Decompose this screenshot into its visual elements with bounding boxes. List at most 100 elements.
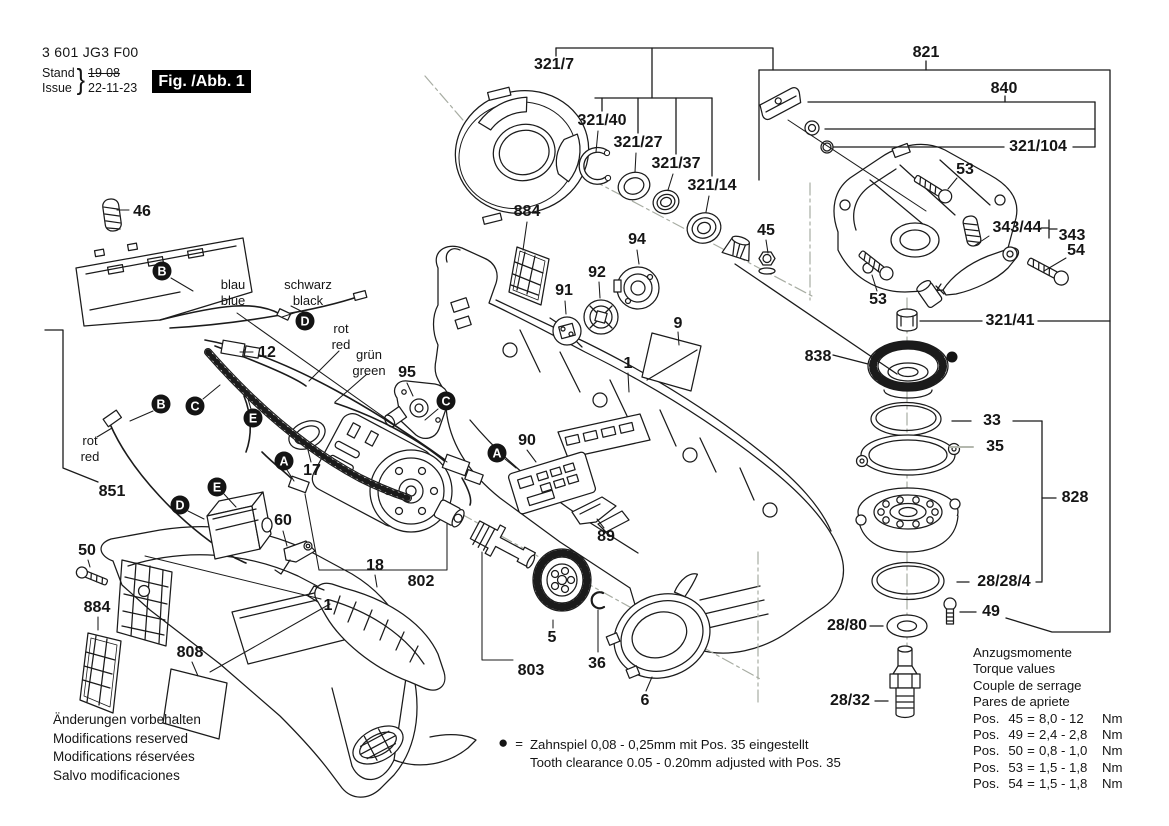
part-callout-53: 53 <box>869 291 887 308</box>
part-callout-89: 89 <box>597 528 615 545</box>
part-callout-28-28-4: 28/28/4 <box>977 573 1031 590</box>
part-callout-828: 828 <box>1061 489 1089 506</box>
screw-49 <box>943 597 957 625</box>
part-callout-18: 18 <box>366 557 384 574</box>
part-callout-95: 95 <box>398 364 416 381</box>
part-callout-321-27: 321/27 <box>613 134 663 151</box>
part-callout-28-32: 28/32 <box>829 692 871 709</box>
backlash-dot <box>946 351 958 363</box>
part-callout-808: 808 <box>176 644 204 661</box>
round-nut <box>896 308 918 332</box>
part-callout-321-37: 321/37 <box>651 155 701 172</box>
coupling <box>433 499 465 528</box>
torque-title: Couple de serrage <box>973 677 1082 693</box>
part-callout-12: 12 <box>258 344 276 361</box>
figure-label: Fig. /Abb. 1 <box>152 70 251 93</box>
ring-gear <box>867 340 949 399</box>
brush-plate-91 <box>549 316 583 348</box>
tooth-clearance-note: ● = Zahnspiel 0,08 - 0,25mm mit Pos. 35 … <box>498 733 841 770</box>
issue-dates: 19-08 22-11-23 <box>88 66 138 95</box>
assembly-marker-D: D <box>295 311 315 331</box>
assembly-marker-A: A <box>274 451 294 471</box>
end-cap-95 <box>384 380 449 439</box>
washer-28-80 <box>886 614 928 638</box>
part-callout-851: 851 <box>98 483 126 500</box>
part-callout-92: 92 <box>588 264 606 281</box>
gear-5 <box>532 548 592 612</box>
part-callout-49: 49 <box>982 603 1000 620</box>
part-callout-1: 1 <box>323 597 333 614</box>
o-ring-28-28-4 <box>871 561 945 601</box>
assembly-marker-C: C <box>185 396 205 416</box>
part-callout-5: 5 <box>547 629 557 646</box>
wedge-884-bottom <box>79 632 122 714</box>
hex-nut <box>758 251 776 275</box>
circlip-36 <box>590 591 606 610</box>
assembly-marker-E: E <box>243 408 263 428</box>
leader-lines <box>44 47 1111 702</box>
disclaimer-line: Salvo modificaciones <box>53 767 180 783</box>
part-callout-343-44: 343/44 <box>992 219 1042 236</box>
part-callout-821: 821 <box>912 44 940 61</box>
part-callout-46: 46 <box>133 203 151 220</box>
inlay-89 <box>571 496 630 533</box>
part-callout-45: 45 <box>757 222 775 239</box>
assembly-marker-D: D <box>170 495 190 515</box>
gear-spindle <box>469 520 536 569</box>
upper-housing-shell <box>432 245 845 654</box>
spindle-28-32 <box>889 645 921 719</box>
switch-holder-plate <box>75 237 253 327</box>
corrugated-cable <box>204 348 412 502</box>
assembly-marker-E: E <box>207 477 227 497</box>
clearance-text: Zahnspiel 0,08 - 0,25mm mit Pos. 35 eing… <box>529 737 841 770</box>
screw-54 <box>1027 257 1069 286</box>
bearing-cover-plate <box>454 86 590 225</box>
bearing-plate-94 <box>613 266 660 310</box>
assembly-marker-B: B <box>152 261 172 281</box>
part-callout-60: 60 <box>274 512 292 529</box>
wire-terminals <box>102 289 484 494</box>
brace-glyph: } <box>76 64 86 97</box>
switch-block <box>206 491 273 560</box>
part-callout-321-7: 321/7 <box>533 56 575 73</box>
part-callout-884: 884 <box>513 203 541 220</box>
part-callout-36: 36 <box>588 655 606 672</box>
screw-53-top <box>913 174 953 204</box>
part-callout-33: 33 <box>983 412 1001 429</box>
type-number: 3 601 JG3 F00 <box>42 44 139 60</box>
lock-button-parts <box>759 87 927 212</box>
coupling-plate-92 <box>583 299 619 335</box>
torque-title: Anzugsmomente <box>973 645 1072 660</box>
disclaimer-line: Änderungen vorbehalten <box>53 712 201 727</box>
part-callout-53: 53 <box>956 161 974 178</box>
part-callout-54: 54 <box>1067 242 1085 259</box>
bearing-small <box>652 189 680 215</box>
bevel-pinion <box>721 235 750 262</box>
part-callout-321-14: 321/14 <box>687 177 737 194</box>
part-callout-35: 35 <box>986 438 1004 455</box>
part-callout-803: 803 <box>517 662 545 679</box>
electronics-module-90 <box>507 451 597 515</box>
part-callout-884: 884 <box>83 599 111 616</box>
part-callout-94: 94 <box>628 231 646 248</box>
part-leaders <box>87 130 1067 692</box>
part-callout-28-80: 28/80 <box>826 617 868 634</box>
assembly-marker-B: B <box>151 394 171 414</box>
baffle-tray-18 <box>307 582 446 691</box>
part-callout-840: 840 <box>990 80 1018 97</box>
label-plate-808 <box>162 668 228 740</box>
bearing-cover-6 <box>605 573 711 679</box>
part-callout-1: 1 <box>623 355 633 372</box>
